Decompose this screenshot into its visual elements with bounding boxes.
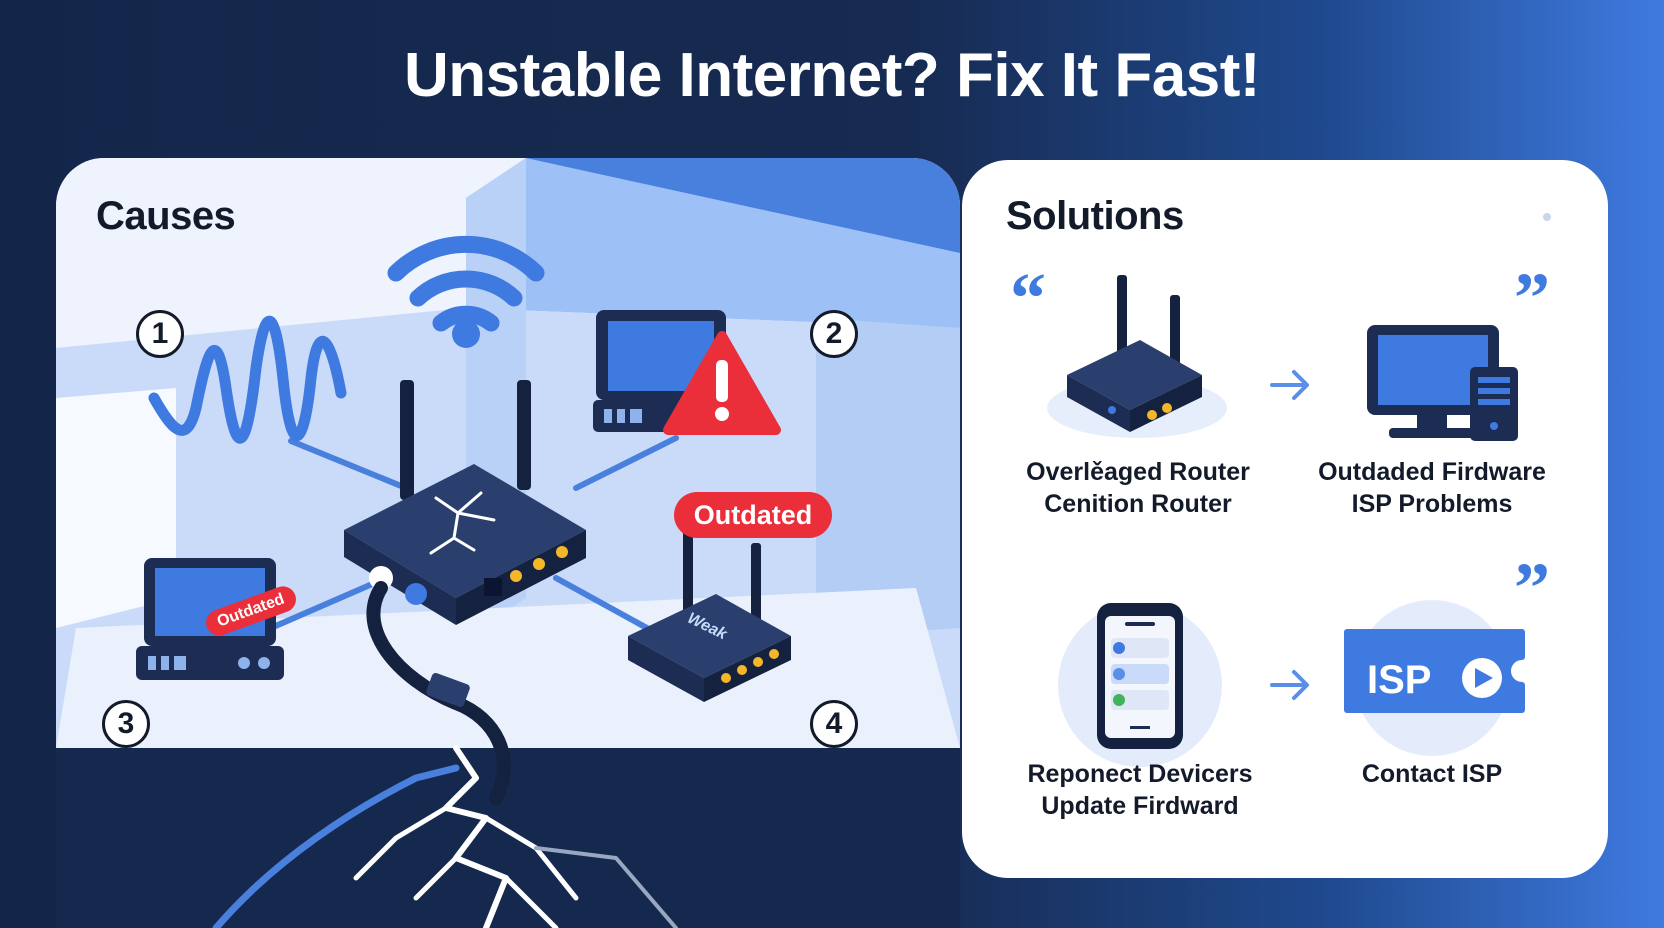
arrow-right-icon <box>1270 370 1309 400</box>
solution-1-line-1: Overlěaged Router <box>1026 458 1250 486</box>
isp-ticket-icon <box>1344 600 1525 756</box>
solution-label-1: Overlěaged Router Cenition Router <box>988 456 1288 520</box>
interference-wave-icon <box>148 315 347 444</box>
solutions-panel: “ ” ” <box>962 160 1608 878</box>
warning-triangle-icon <box>663 331 781 435</box>
solution-1-line-2: Cenition Router <box>1044 490 1232 518</box>
solution-label-3: Reponect Devicers Update Firdward <box>990 758 1290 822</box>
corner-dot <box>1543 213 1551 221</box>
desktop-computer-icon <box>1367 325 1518 441</box>
back-wall-shade <box>526 158 960 253</box>
wifi-icon <box>387 235 545 332</box>
right-shelf <box>816 318 960 638</box>
causes-heading: Causes <box>96 194 236 238</box>
close-quote-icon-2: ” <box>1514 548 1550 628</box>
isp-card-text: ISP <box>1367 658 1431 702</box>
wifi-dot <box>452 320 480 348</box>
main-router-icon <box>344 380 586 625</box>
connection-lines <box>268 435 679 636</box>
solution-2-line-2: ISP Problems <box>1351 490 1513 518</box>
outdated-badge: Outdated <box>674 492 832 538</box>
cause-marker-1: 1 <box>136 310 184 358</box>
close-quote-icon: ” <box>1514 258 1550 338</box>
causes-illustration <box>56 158 960 928</box>
smartphone-icon <box>1058 603 1222 767</box>
solution-4-line-1: Contact ISP <box>1361 760 1503 788</box>
solution-3-line-1: Reponect Devicers <box>1027 760 1253 788</box>
cause-marker-2: 2 <box>810 310 858 358</box>
solutions-heading: Solutions <box>1006 194 1184 238</box>
open-quote-icon: “ <box>1010 258 1046 338</box>
cable-connector-icon <box>426 673 470 707</box>
left-wall <box>56 158 526 348</box>
solutions-illustration: “ ” ” <box>1010 213 1551 767</box>
router-icon <box>1047 275 1227 438</box>
solution-label-2: Outdaded Firdware ISP Problems <box>1282 456 1582 520</box>
solution-2-line-1: Outdaded Firdware <box>1318 458 1546 486</box>
causes-panel: Causes 1 2 3 4 Outdated Outdated Weak <box>56 158 960 928</box>
weak-router-icon <box>628 526 791 702</box>
page-title: Unstable Internet? Fix It Fast! <box>403 41 1261 110</box>
solution-label-4: Contact ISP <box>1282 758 1582 790</box>
cause-marker-4: 4 <box>810 700 858 748</box>
solution-3-line-2: Update Firdward <box>1041 792 1239 820</box>
cause-marker-3: 3 <box>102 700 150 748</box>
lightning-crack-icon <box>212 745 678 928</box>
arrow-right-icon-2 <box>1270 670 1309 700</box>
